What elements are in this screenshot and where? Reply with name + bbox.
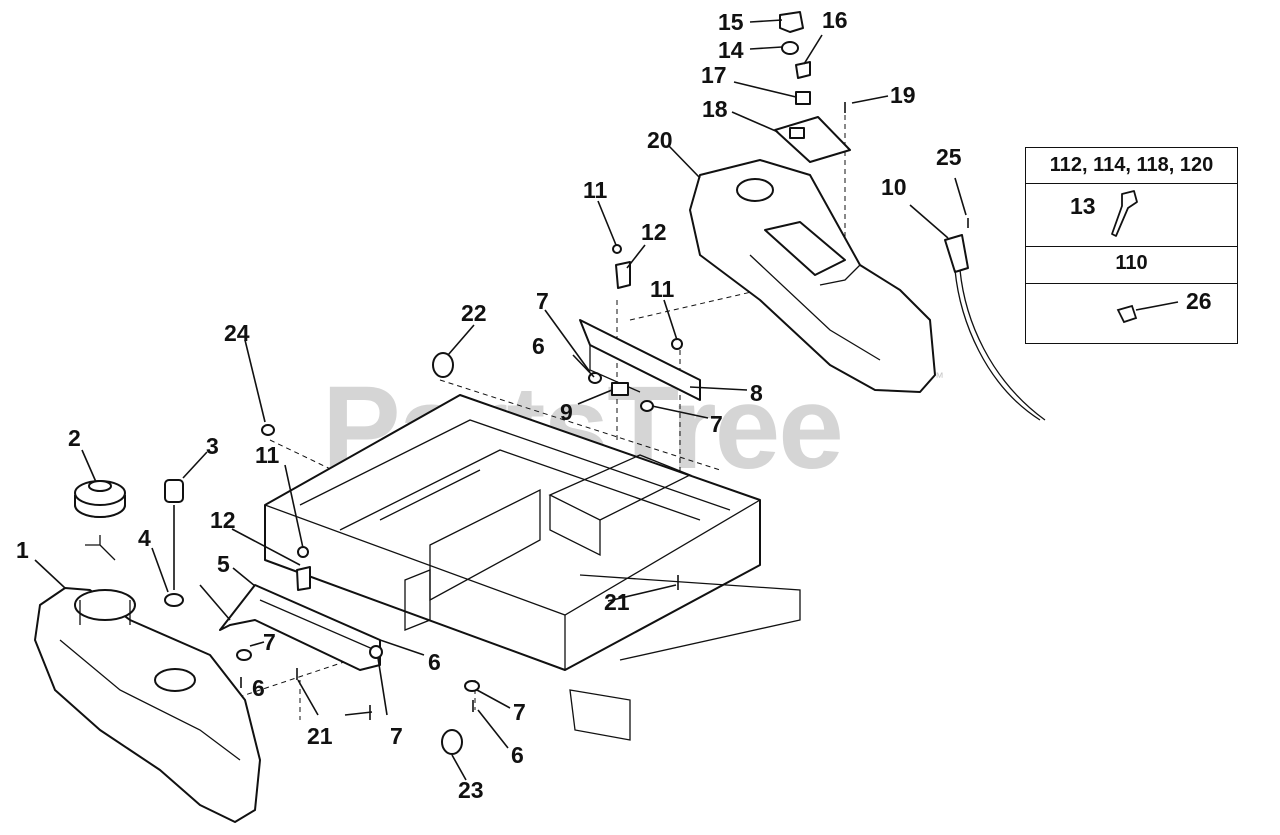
model-110-header: 110 (1115, 252, 1148, 274)
callout-6b: 6 (252, 675, 265, 701)
callout-leaders (34, 19, 967, 781)
callout-21b: 21 (307, 723, 333, 749)
key-parts (779, 11, 811, 79)
callout-23: 23 (458, 777, 484, 803)
knob-icon (1116, 301, 1179, 324)
callout-5: 5 (217, 551, 230, 577)
models-header: 112, 114, 118, 120 (1049, 154, 1214, 176)
callout-6a: 6 (532, 333, 545, 359)
callout-7e: 7 (513, 699, 526, 725)
callout-19: 19 (890, 82, 916, 108)
callout-15: 15 (718, 9, 744, 35)
callout-6c: 6 (428, 649, 441, 675)
callout-1: 1 (16, 537, 29, 563)
callout-17: 17 (701, 62, 727, 88)
fuel-tank (34, 587, 261, 823)
table-divider (1026, 246, 1237, 247)
fuel-grommet (164, 479, 184, 607)
callout-26: 26 (1186, 288, 1212, 314)
callout-10: 10 (881, 174, 907, 200)
callout-22: 22 (461, 300, 487, 326)
callout-14: 14 (718, 37, 744, 63)
callout-24: 24 (224, 320, 250, 346)
callout-7b: 7 (710, 411, 723, 437)
callout-4: 4 (138, 525, 151, 551)
chassis-frame (264, 394, 801, 741)
callout-6d: 6 (511, 742, 524, 768)
table-divider (1026, 183, 1237, 184)
callout-9: 9 (560, 399, 573, 425)
callout-3: 3 (206, 433, 219, 459)
callout-11b: 11 (583, 177, 608, 203)
fuel-cap (74, 480, 126, 561)
callout-12b: 12 (641, 219, 667, 245)
dash-panel-housing (689, 159, 936, 393)
ignition-plate (774, 116, 851, 163)
small-hardware (236, 102, 969, 755)
callout-11a: 11 (255, 442, 280, 468)
callout-7a: 7 (536, 288, 549, 314)
callout-16: 16 (822, 7, 848, 33)
callout-13: 13 (1070, 193, 1096, 219)
callout-18: 18 (702, 96, 728, 122)
callout-12a: 12 (210, 507, 236, 533)
table-divider (1026, 283, 1237, 284)
switch (795, 91, 811, 105)
callout-7c: 7 (263, 629, 276, 655)
callout-2: 2 (68, 425, 81, 451)
callout-21a: 21 (604, 589, 630, 615)
callout-8: 8 (750, 380, 763, 406)
callout-numbers: 1 2 3 4 5 12 11 24 22 7 6 11 12 11 9 7 8… (16, 7, 962, 803)
callout-25: 25 (936, 144, 962, 170)
left-fuel-tank-bracket (219, 584, 381, 671)
throttle-cable (944, 234, 1046, 421)
callout-7d: 7 (390, 723, 403, 749)
callout-11c: 11 (650, 276, 675, 302)
callout-20: 20 (647, 127, 673, 153)
right-bracket (579, 319, 701, 401)
model-variant-table: 112, 114, 118, 120 13 110 26 (1025, 147, 1238, 344)
throttle-knob-icon (1111, 190, 1138, 237)
